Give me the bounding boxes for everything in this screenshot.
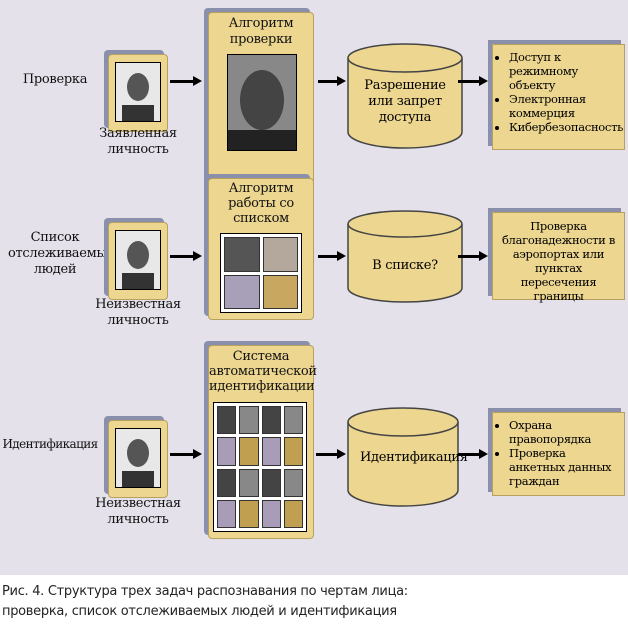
claimed-identity-card <box>108 54 168 132</box>
arrow <box>458 76 488 86</box>
application-item: Проверка благонадежности в аэропортах ил… <box>501 219 616 303</box>
application-item: Проверка анкетных данных граждан <box>509 446 620 488</box>
arrow <box>318 76 346 86</box>
decision-text: В списке? <box>372 258 438 273</box>
watchlist-photo-grid <box>220 233 302 313</box>
figure-caption-line1: Рис. 4. Структура трех задач распознаван… <box>2 584 408 599</box>
arrow <box>458 449 488 459</box>
database-photo-grid <box>213 402 307 532</box>
face-photo <box>115 428 161 488</box>
applications-box: Доступ к режимному объектуЭлектронная ко… <box>492 44 625 150</box>
watchlist-algorithm-box: Алгоритм работы со списком <box>208 178 314 320</box>
watchlist-cylinder: В списке? <box>346 208 464 304</box>
verification-algorithm-box: Алгоритм проверки <box>208 12 314 184</box>
row-label-watchlist: Список отслеживаемых людей <box>8 230 114 277</box>
face-photo <box>227 54 297 151</box>
identity-caption: Неизвестная личность <box>95 297 181 328</box>
arrow <box>316 449 346 459</box>
face-photo <box>115 230 161 290</box>
arrow <box>318 251 346 261</box>
arrow <box>170 76 202 86</box>
application-item: Доступ к режимному объекту <box>509 50 620 92</box>
applications-box: Охрана правопорядкаПроверка анкетных дан… <box>492 412 625 496</box>
algorithm-title: Алгоритм работы со списком <box>228 181 294 226</box>
arrow <box>458 251 488 261</box>
application-item: Охрана правопорядка <box>509 418 620 446</box>
decision-text: Разрешение или запрет доступа <box>364 78 446 125</box>
application-item: Кибербезопасность <box>509 120 623 134</box>
unknown-identity-card <box>108 222 168 300</box>
applications-box: Проверка благонадежности в аэропортах ил… <box>492 212 625 303</box>
figure-caption-line2: проверка, список отслеживаемых людей и и… <box>2 604 397 619</box>
face-photo <box>115 62 161 122</box>
row-label-identification: Идентификация <box>2 437 98 451</box>
algorithm-title: Алгоритм проверки <box>228 16 294 47</box>
identification-cylinder: Идентификация <box>346 404 468 508</box>
decision-cylinder: Разрешение или запрет доступа <box>346 40 464 150</box>
application-item: Электронная коммерция <box>509 92 620 120</box>
decision-text: Идентификация <box>360 450 468 465</box>
arrow <box>170 449 202 459</box>
algorithm-title: Система автоматической идентификации <box>209 349 317 394</box>
arrow <box>170 251 202 261</box>
identification-system-box: Система автоматической идентификации <box>208 345 317 539</box>
unknown-identity-card <box>108 420 168 498</box>
identity-caption: Неизвестная личность <box>95 496 181 527</box>
row-label-verification: Проверка <box>22 72 88 87</box>
identity-caption: Заявленная личность <box>99 126 177 157</box>
